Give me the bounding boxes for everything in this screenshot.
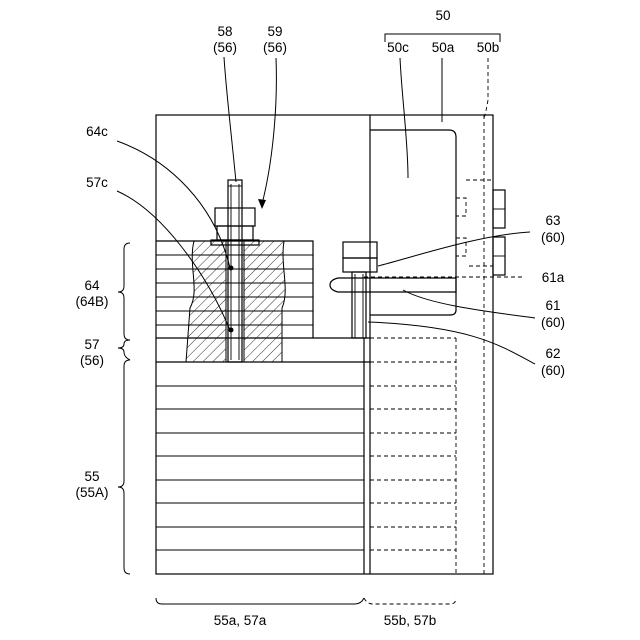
leader-59-arrow: [258, 199, 266, 209]
label-61-ref: (60): [541, 315, 565, 330]
label-57: 57: [84, 337, 99, 352]
leader-50b: [484, 58, 488, 118]
bushing-left: [186, 241, 226, 362]
label-50: 50: [435, 8, 450, 23]
label-62: 62: [545, 346, 560, 361]
stack-extension-55b: [370, 338, 456, 574]
leader-50c: [400, 58, 408, 178]
leader-58: [224, 57, 236, 182]
nut-63-bottom: [343, 258, 377, 272]
label-63-ref: (60): [541, 230, 565, 245]
label-59-ref: (56): [263, 40, 287, 55]
label-50a: 50a: [432, 40, 455, 55]
label-55a-57a: 55a, 57a: [214, 613, 267, 628]
label-50b: 50b: [477, 40, 500, 55]
label-55b-57b: 55b, 57b: [384, 613, 437, 628]
label-57-ref: (56): [80, 353, 104, 368]
brace-57: [118, 340, 130, 360]
block-50c: [370, 130, 456, 315]
plate-61: [330, 278, 456, 292]
leader-61: [403, 290, 535, 318]
label-64: 64: [84, 278, 100, 293]
label-58: 58: [217, 24, 232, 39]
nut-59-top: [215, 208, 255, 226]
nut-59-bottom: [217, 226, 253, 240]
brackets: [118, 34, 500, 604]
label-55-ref: (55A): [75, 485, 108, 500]
bolt-62-shaft: [352, 272, 366, 338]
label-59: 59: [267, 24, 282, 39]
label-50c: 50c: [387, 40, 409, 55]
side-tab-upper: [456, 198, 466, 216]
label-63: 63: [545, 213, 560, 228]
label-64c: 64c: [86, 124, 108, 139]
labels: 58 (56) 59 (56) 50 50c 50a 50b 64c 57c 6…: [75, 8, 565, 628]
block-50c-outline: [370, 130, 456, 315]
stud-shaft: [228, 180, 242, 362]
label-62-ref: (60): [541, 363, 565, 378]
leader-lines: [117, 57, 535, 364]
brace-64: [118, 243, 130, 340]
label-55: 55: [84, 469, 99, 484]
leader-62: [368, 322, 535, 364]
leader-63: [378, 232, 530, 266]
bushing-right: [244, 241, 285, 362]
brace-55a-57a: [156, 598, 364, 604]
leader-59: [262, 58, 276, 204]
label-58-ref: (56): [213, 40, 237, 55]
label-57c: 57c: [86, 175, 108, 190]
side-bracket: [466, 180, 493, 266]
hatched-bushing: [186, 241, 285, 362]
label-64-ref: (64B): [75, 294, 108, 309]
stack-55: [156, 338, 370, 574]
nut-63-top: [343, 242, 377, 258]
brace-55: [118, 360, 130, 574]
stack-64-outline: [156, 241, 313, 338]
side-fasteners: [456, 180, 505, 275]
label-61a: 61a: [542, 270, 565, 285]
brace-55b-57b: [364, 598, 456, 604]
side-tab-lower: [456, 238, 466, 256]
label-61: 61: [545, 298, 560, 313]
